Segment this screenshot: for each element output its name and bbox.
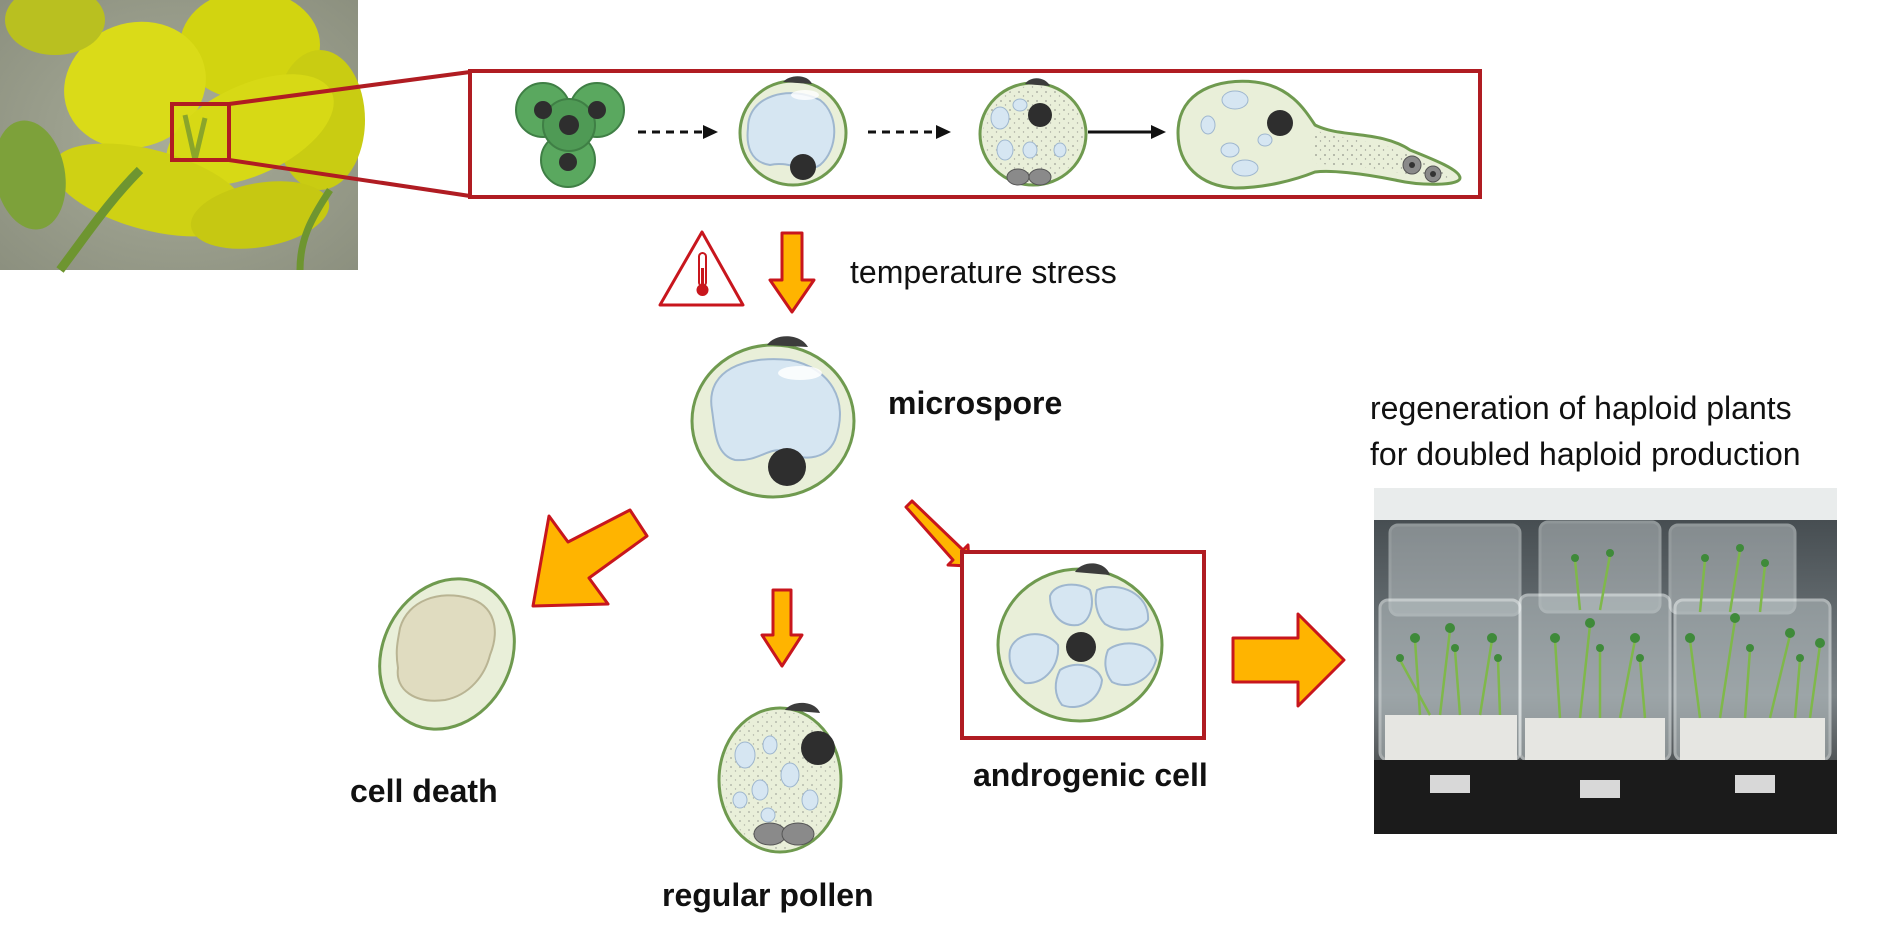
- dead-cell: [378, 577, 516, 731]
- cell-death-label: cell death: [350, 773, 498, 809]
- regeneration-label-line-2: for doubled haploid production: [1370, 436, 1801, 472]
- regeneration-arrow: [1231, 612, 1346, 708]
- temperature-warning-icon: [658, 230, 745, 307]
- cell-death-arrow: [531, 508, 649, 608]
- dashed-arrow-2: [868, 125, 951, 139]
- tetrad-cell: [515, 82, 625, 188]
- zoom-lines: [228, 70, 471, 198]
- androgenic-cell-label: androgenic cell: [973, 757, 1208, 793]
- microspore-cell: [690, 336, 856, 499]
- rapeseed-flower-photo: [0, 0, 365, 273]
- regular-pollen-cell: [717, 702, 843, 854]
- regular-pollen-label: regular pollen: [662, 877, 874, 913]
- dashed-arrow-1: [638, 125, 718, 139]
- pollen-development-sequence: [468, 69, 1482, 199]
- germinating-pollen: [1176, 79, 1462, 190]
- androgenic-arrow: [904, 499, 971, 568]
- young-microspore: [738, 76, 848, 187]
- solid-arrow: [1088, 125, 1166, 139]
- plant-containers-photo: [1374, 488, 1837, 834]
- bicellular-pollen: [978, 78, 1088, 187]
- androgenic-cell: [996, 563, 1164, 723]
- stress-arrow: [768, 231, 816, 314]
- regeneration-label-line-1: regeneration of haploid plants: [1370, 390, 1792, 426]
- regular-pollen-arrow: [760, 588, 804, 668]
- temperature-stress-label: temperature stress: [850, 254, 1117, 290]
- microspore-label: microspore: [888, 385, 1062, 421]
